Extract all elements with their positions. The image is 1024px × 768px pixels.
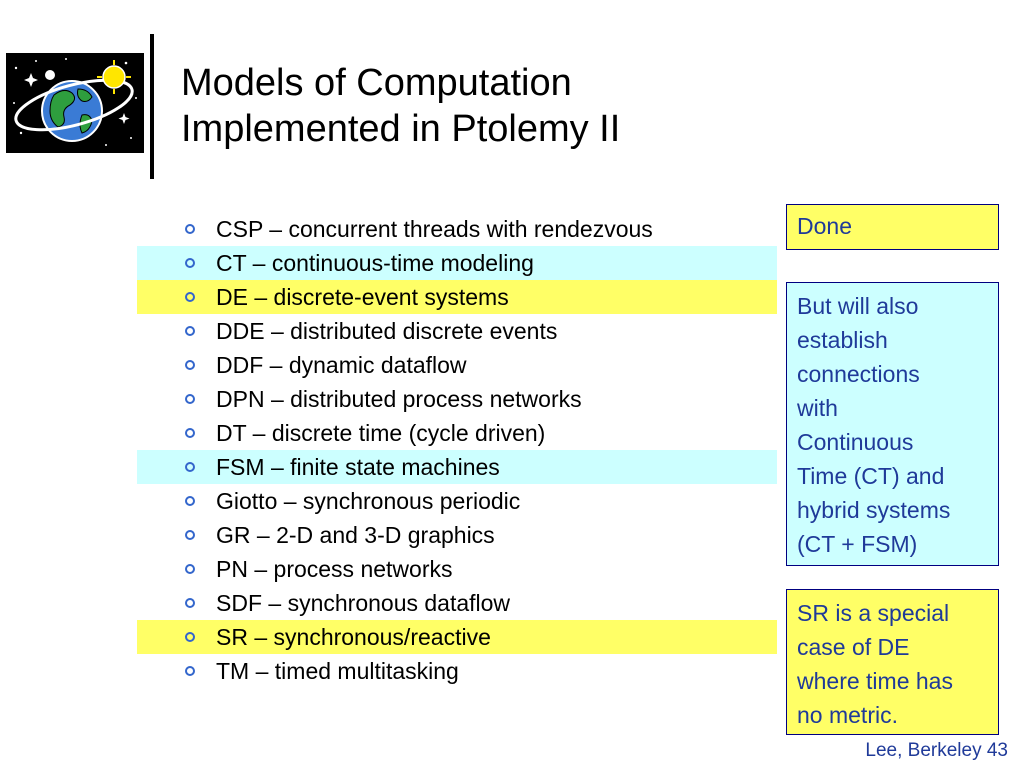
globe-with-orbiting-sun-icon xyxy=(6,53,144,153)
list-item: CSP – concurrent threads with rendezvous xyxy=(137,212,777,246)
list-item-text: PN – process networks xyxy=(216,556,453,582)
list-item: SDF – synchronous dataflow xyxy=(137,586,777,620)
title-line-1: Models of Computation xyxy=(181,62,572,104)
models-list: CSP – concurrent threads with rendezvous… xyxy=(137,212,777,688)
list-item: DDE – distributed discrete events xyxy=(137,314,777,348)
list-item: GR – 2-D and 3-D graphics xyxy=(137,518,777,552)
title-divider xyxy=(150,34,154,179)
bullet-icon xyxy=(185,632,195,642)
list-item-text: GR – 2-D and 3-D graphics xyxy=(216,522,495,548)
note-line: hybrid systems xyxy=(797,497,951,523)
slide-footer: Lee, Berkeley 43 xyxy=(865,740,1008,761)
note-line: establish xyxy=(797,327,888,353)
bullet-icon xyxy=(185,224,195,234)
list-item: SR – synchronous/reactive xyxy=(137,620,777,654)
bullet-icon xyxy=(185,530,195,540)
list-item: PN – process networks xyxy=(137,552,777,586)
list-item-text: Giotto – synchronous periodic xyxy=(216,488,521,514)
note-line: connections xyxy=(797,361,920,387)
done-note-text: Done xyxy=(797,213,852,239)
bullet-icon xyxy=(185,360,195,370)
list-item: DT – discrete time (cycle driven) xyxy=(137,416,777,450)
bullet-icon xyxy=(185,326,195,336)
note-line: But will also xyxy=(797,293,919,319)
list-item-text: CT – continuous-time modeling xyxy=(216,250,534,276)
note-line: no metric. xyxy=(797,702,898,728)
list-item-text: SDF – synchronous dataflow xyxy=(216,590,511,616)
list-item: DDF – dynamic dataflow xyxy=(137,348,777,382)
bullet-icon xyxy=(185,394,195,404)
bullet-icon xyxy=(185,666,195,676)
list-item-text: CSP – concurrent threads with rendezvous xyxy=(216,216,653,242)
bullet-icon xyxy=(185,564,195,574)
bullet-icon xyxy=(185,496,195,506)
bullet-icon xyxy=(185,462,195,472)
bullet-icon xyxy=(185,428,195,438)
note-line: where time has xyxy=(797,668,953,694)
page-title: Models of Computation Implemented in Pto… xyxy=(181,60,781,152)
list-item-text: TM – timed multitasking xyxy=(216,658,459,684)
list-item: Giotto – synchronous periodic xyxy=(137,484,777,518)
list-item: CT – continuous-time modeling xyxy=(137,246,777,280)
list-item-text: SR – synchronous/reactive xyxy=(216,624,491,650)
bullet-icon xyxy=(185,258,195,268)
globe-logo xyxy=(6,53,144,153)
list-item: TM – timed multitasking xyxy=(137,654,777,688)
list-item-text: DDF – dynamic dataflow xyxy=(216,352,467,378)
list-item-text: DDE – distributed discrete events xyxy=(216,318,558,344)
sr-note: SR is a special case of DE where time ha… xyxy=(786,589,999,735)
done-note: Done xyxy=(786,204,999,250)
list-item: FSM – finite state machines xyxy=(137,450,777,484)
list-item: DPN – distributed process networks xyxy=(137,382,777,416)
note-line: Time (CT) and xyxy=(797,463,945,489)
list-item-text: DT – discrete time (cycle driven) xyxy=(216,420,546,446)
note-line: Continuous xyxy=(797,429,914,455)
list-item: DE – discrete-event systems xyxy=(137,280,777,314)
note-line: (CT + FSM) xyxy=(797,531,918,557)
note-line: case of DE xyxy=(797,634,910,660)
note-line: with xyxy=(797,395,838,421)
title-line-2: Implemented in Ptolemy II xyxy=(181,108,621,150)
bullet-icon xyxy=(185,598,195,608)
list-item-text: FSM – finite state machines xyxy=(216,454,500,480)
ct-connection-note: But will also establish connections with… xyxy=(786,282,999,566)
list-item-text: DE – discrete-event systems xyxy=(216,284,509,310)
list-item-text: DPN – distributed process networks xyxy=(216,386,582,412)
bullet-icon xyxy=(185,292,195,302)
note-line: SR is a special xyxy=(797,600,950,626)
